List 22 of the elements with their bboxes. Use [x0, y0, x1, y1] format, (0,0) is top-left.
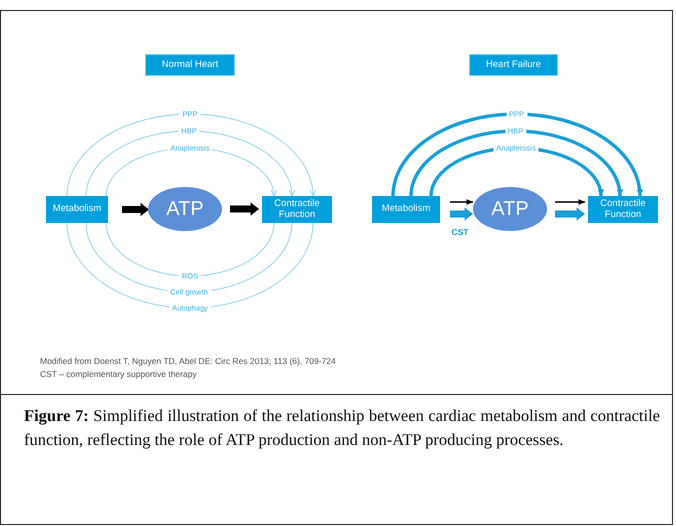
panel-title-box: Heart Failure [469, 54, 558, 76]
arrow [409, 129, 623, 196]
arrow [122, 202, 149, 216]
arrow [86, 130, 295, 196]
footnote: CST – complementary supportive therapy [40, 369, 197, 379]
process-box: Contractile Function [588, 196, 658, 223]
arrow [450, 207, 473, 221]
panel-title-box: Normal Heart [145, 54, 235, 76]
process-box: Metabolism [46, 196, 108, 223]
arrow [555, 199, 586, 205]
ellipse-node: ATP [148, 187, 222, 231]
arrow [450, 199, 474, 205]
figure-caption: Figure 7: Simplified illustration of the relationship between cardiac metabolism and contractile function, reflecting the role of ATP production and non-ATP producing processes. [24, 405, 660, 451]
process-box: Metabolism [372, 196, 440, 223]
arrow [230, 202, 259, 216]
arrow [391, 112, 643, 196]
footnote: Modified from Doenst T, Nguyen TD, Abel DE: Circ Res 2013; 113 (6), 709-724 [40, 356, 336, 366]
process-box: Contractile Function [262, 196, 332, 223]
edge-label: CST [450, 227, 470, 237]
ellipse-node: ATP [473, 187, 547, 231]
arrow [555, 207, 585, 221]
arrow [66, 114, 316, 196]
